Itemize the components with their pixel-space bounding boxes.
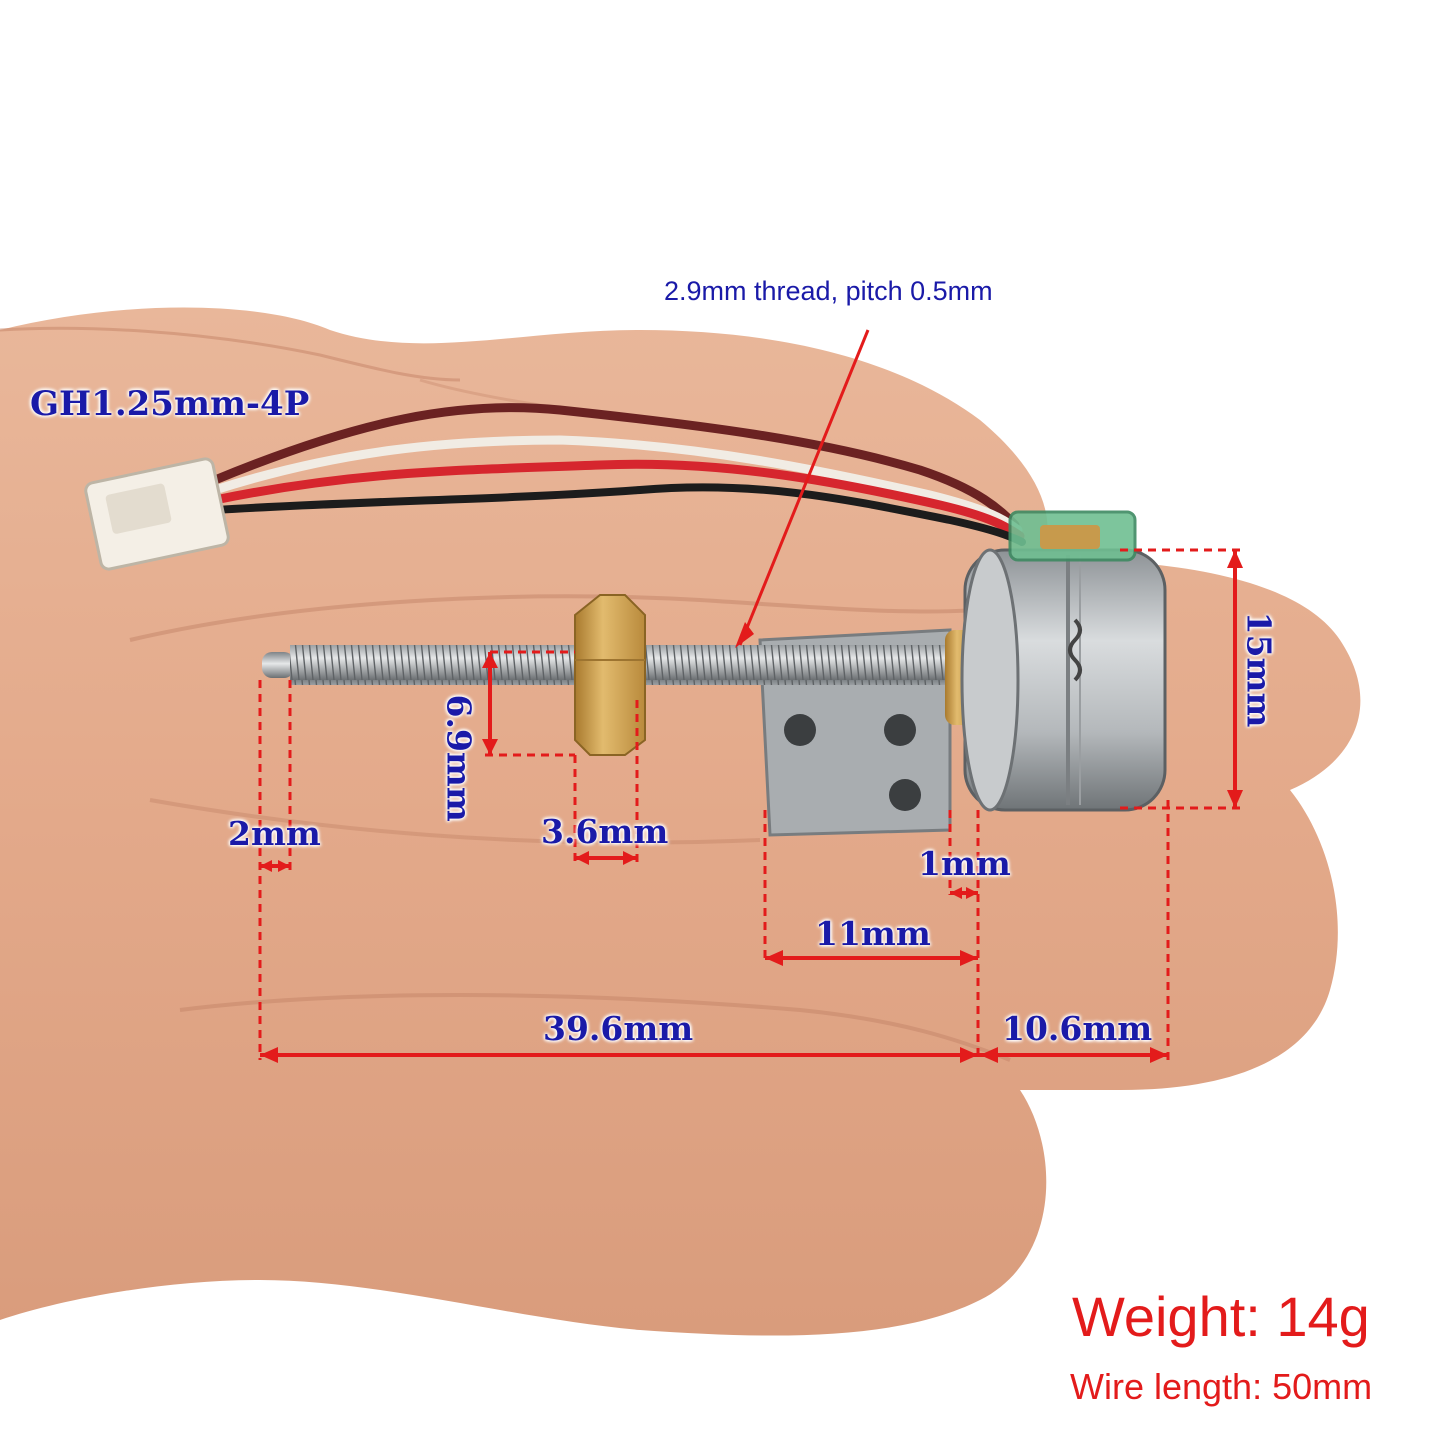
brass-nut [574, 594, 646, 756]
gh-connector [84, 457, 230, 571]
shaft-tip-label: 2mm [228, 814, 321, 853]
nut-height-label: 6.9mm [439, 694, 479, 822]
motor-diameter-label: 15mm [1239, 611, 1279, 728]
thread-pointer-arrow [735, 622, 754, 648]
weight-label: Weight: 14g [1072, 1285, 1370, 1348]
motor-length-label: 10.6mm [1002, 1009, 1153, 1048]
wire-length-label: Wire length: 50mm [1070, 1366, 1373, 1407]
connector-label: GH1.25mm-4P [30, 384, 310, 424]
bracket-gap-label: 1mm [918, 844, 1011, 883]
stepper-motor-body [960, 510, 1167, 812]
thread-spec-label: 2.9mm thread, pitch 0.5mm [664, 276, 993, 306]
screw-length-label: 39.6mm [543, 1009, 694, 1048]
bracket-length-label: 11mm [815, 914, 931, 953]
nut-width-label: 3.6mm [541, 812, 669, 851]
thread-pointer-line [738, 329, 870, 646]
dimension-lines [258, 548, 1245, 1060]
motor-wires [210, 403, 1026, 546]
dimension-arrows [260, 550, 1243, 1063]
